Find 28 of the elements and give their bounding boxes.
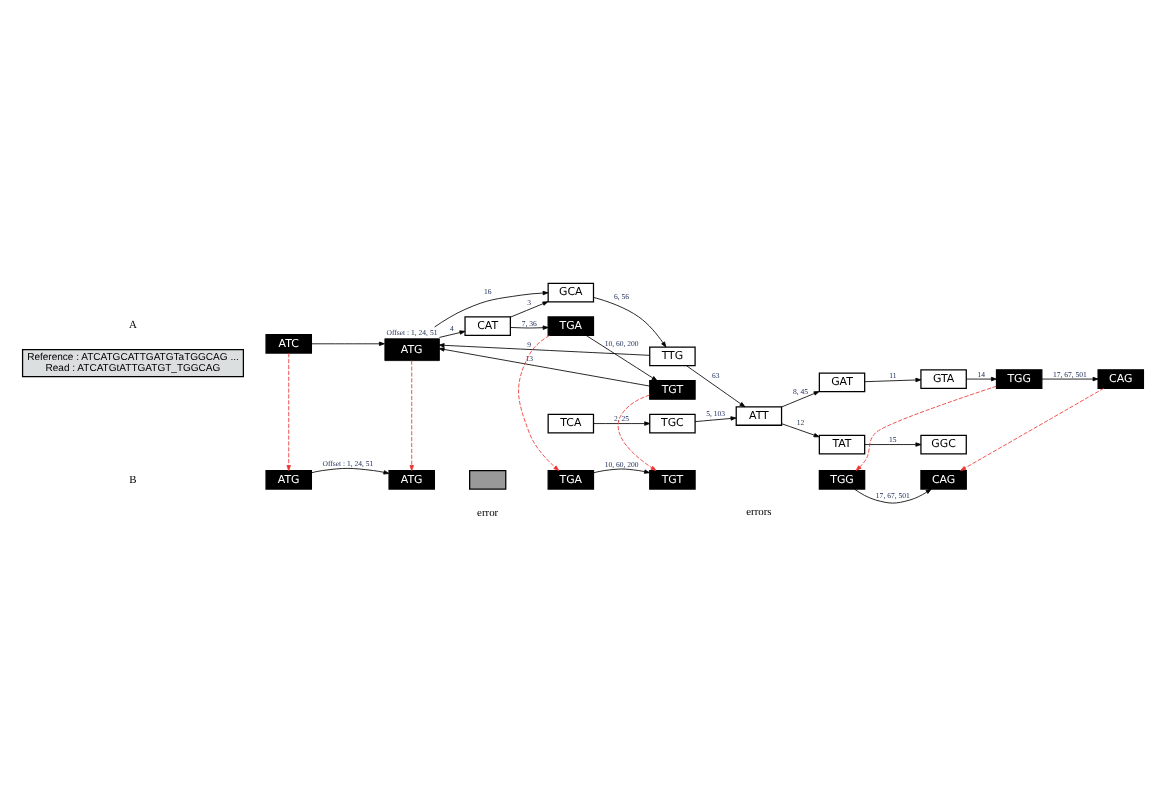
arrow [509,324,549,329]
arrow [409,359,414,470]
arrow [585,334,658,381]
arrow [686,364,746,407]
arrow [510,300,549,317]
arrow [434,289,549,327]
arrow [286,351,291,470]
arrow [694,415,737,422]
arrow [438,342,650,355]
arrow [966,375,997,381]
arrow [311,466,390,474]
arrow [438,346,650,386]
arrow [781,422,820,437]
arrow [311,340,385,345]
node-box [469,468,507,489]
arrow [781,390,820,407]
arrow [960,386,1105,470]
arrow [1041,375,1099,381]
arrow [438,329,466,337]
arrow [617,393,657,470]
arrow [593,467,650,473]
arrow [855,384,997,470]
arrow [593,295,667,347]
arrow [518,334,560,470]
arrow [864,441,922,446]
arrow [593,420,651,425]
arrow [864,376,922,382]
arrow [854,487,932,503]
